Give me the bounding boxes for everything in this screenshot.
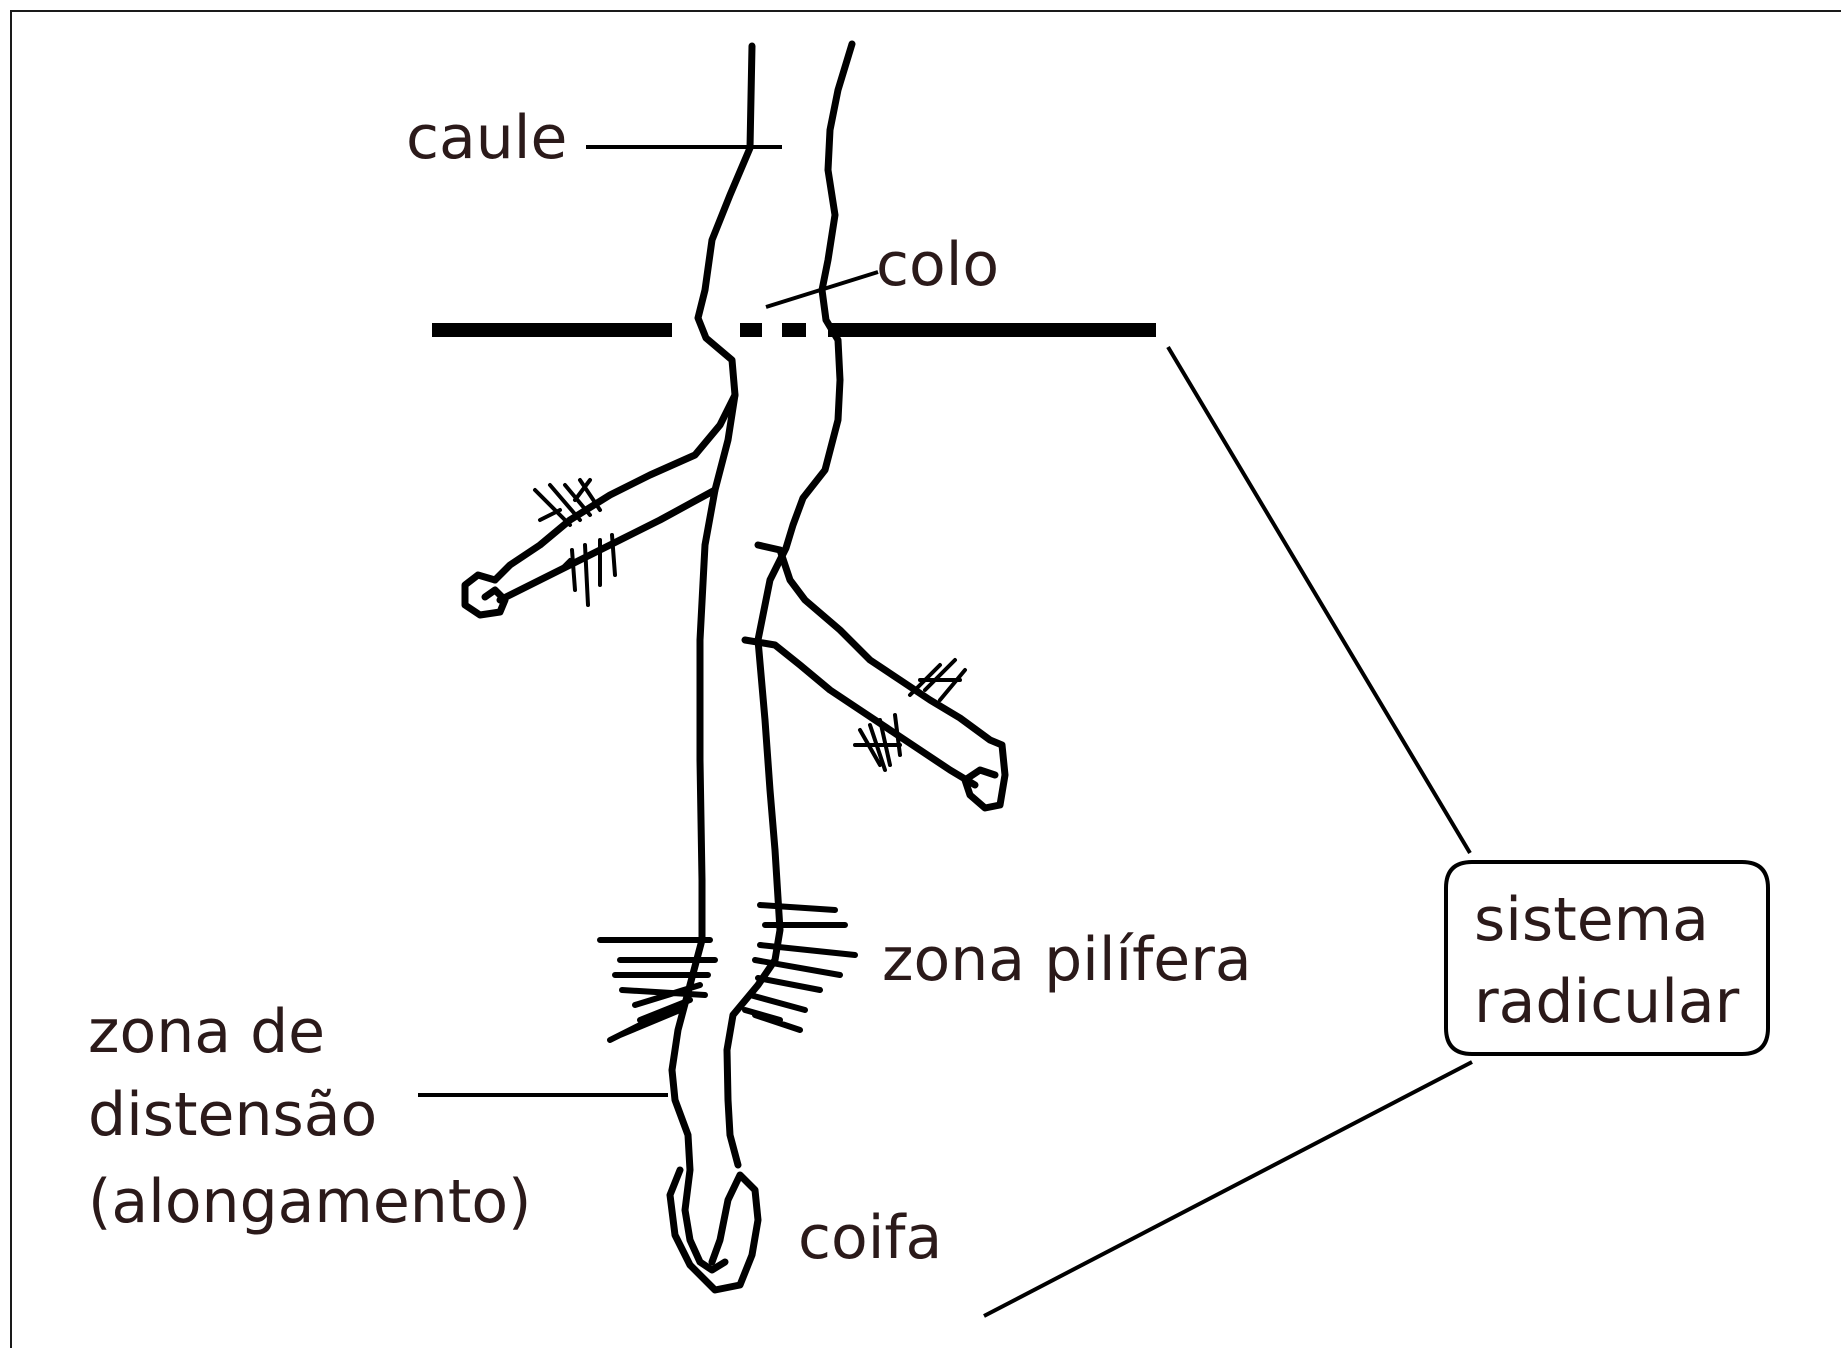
label-zona-pilifera: zona pilífera [882, 925, 1252, 995]
left-lateral-root-lower [500, 490, 715, 600]
root-outline-left [672, 46, 752, 1270]
label-sistema-radicular-line1: sistema [1474, 885, 1709, 955]
label-sistema-radicular-line2: radicular [1474, 967, 1740, 1037]
label-caule: caule [406, 103, 567, 173]
left-root-tip [465, 575, 505, 615]
right-lateral-root-lower [745, 640, 975, 785]
label-coifa: coifa [798, 1203, 942, 1273]
root-outline-right [727, 44, 852, 1165]
label-zona-de-distensao-line3: (alongamento) [88, 1167, 531, 1237]
label-colo: colo [876, 230, 999, 300]
right-lateral-root-upper [758, 545, 1005, 808]
label-zona-de-distensao-line1: zona de [88, 997, 325, 1067]
zona-pilifera-hairs [600, 905, 855, 1040]
label-zona-de-distensao-line2: distensão [88, 1080, 377, 1150]
sistema-leader-lower [984, 1062, 1472, 1316]
sistema-leader-upper [1168, 347, 1470, 853]
